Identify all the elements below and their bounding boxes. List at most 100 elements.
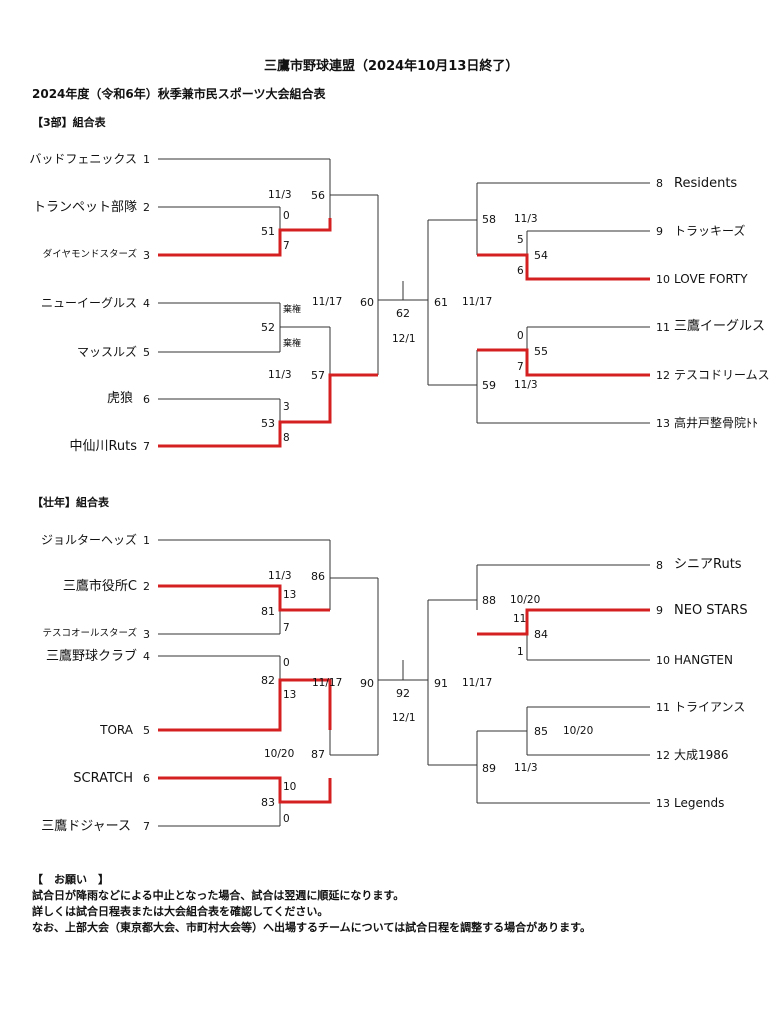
game-number: 59	[482, 379, 496, 392]
team-name: トライアンス	[674, 700, 746, 714]
team-name: Residents	[674, 176, 738, 191]
team-name: バッドフェニックス	[29, 152, 137, 166]
score: 3	[283, 401, 290, 413]
game-number: 56	[311, 189, 325, 202]
score: 6	[517, 265, 524, 277]
score: 10	[283, 781, 297, 793]
score: 8	[283, 432, 290, 444]
game-number: 90	[360, 677, 374, 690]
bracket2-section-label: 【壮年】組合表	[32, 496, 109, 509]
game-number: 88	[482, 594, 496, 607]
score: 0	[517, 330, 524, 342]
score: 7	[283, 240, 290, 252]
game-date: 11/17	[312, 296, 343, 308]
notes-heading: 【 お願い 】	[32, 873, 109, 886]
team-seed: 2	[143, 580, 150, 593]
team-seed: 8	[656, 177, 663, 190]
team-seed: 6	[143, 393, 150, 406]
team-seed: 1	[143, 534, 150, 547]
game-date: 11/3	[514, 762, 538, 774]
team-seed: 4	[143, 297, 150, 310]
game-date: 11/17	[462, 296, 493, 308]
bracket2-winner-lines	[158, 584, 650, 804]
game-number: 51	[261, 225, 275, 238]
team-name: シニアRuts	[674, 557, 742, 572]
team-name: LOVE FORTY	[674, 272, 748, 286]
team-name: ジョルターヘッズ	[40, 533, 137, 547]
game-date: 11/17	[312, 677, 343, 689]
team-seed: 11	[656, 321, 670, 334]
game-date: 11/3	[514, 213, 538, 225]
bracket1-section-label: 【3部】組合表	[32, 116, 106, 129]
game-number: 60	[360, 296, 374, 309]
bracket1-lines	[158, 158, 650, 424]
team-name: NEO STARS	[674, 603, 748, 618]
team-name: 三鷹イーグルス	[674, 319, 766, 334]
game-number: 87	[311, 748, 325, 761]
game-number: 54	[534, 249, 548, 262]
notes-line: なお、上部大会（東京都大会、市町村大会等）へ出場するチームについては試合日程を調…	[32, 921, 592, 934]
score: 5	[517, 234, 524, 246]
team-name: 三鷹市役所C	[62, 579, 137, 594]
game-date: 12/1	[392, 333, 416, 345]
game-date: 11/3	[268, 570, 292, 582]
team-name: テスコオールスターズ	[42, 628, 137, 639]
game-number: 52	[261, 321, 275, 334]
score: 0	[283, 813, 290, 825]
score: 0	[283, 210, 290, 222]
game-date: 10/20	[264, 748, 295, 760]
game-number: 85	[534, 725, 548, 738]
team-name: SCRATCH	[73, 771, 133, 786]
team-name: トラッキーズ	[674, 224, 746, 238]
team-seed: 4	[143, 650, 150, 663]
team-name: 大成1986	[674, 748, 729, 762]
game-number: 62	[396, 307, 410, 320]
team-seed: 7	[143, 440, 150, 453]
game-date: 11/3	[268, 189, 292, 201]
team-name: 高井戸整骨院ﾄﾄ	[674, 416, 759, 430]
game-date: 10/20	[510, 594, 541, 606]
team-seed: 11	[656, 701, 670, 714]
score: 1	[517, 646, 524, 658]
team-seed: 9	[656, 604, 663, 617]
game-date: 10/20	[563, 725, 594, 737]
bracket2-lines	[158, 539, 650, 827]
game-number: 58	[482, 213, 496, 226]
score: 棄権	[283, 339, 302, 349]
score: 13	[283, 589, 297, 601]
game-number: 53	[261, 417, 275, 430]
game-date: 11/3	[268, 369, 292, 381]
team-name: ニューイーグルス	[40, 296, 137, 310]
team-seed: 7	[143, 820, 150, 833]
team-seed: 9	[656, 225, 663, 238]
team-name: テスコドリームス	[674, 368, 770, 382]
score: 13	[283, 689, 297, 701]
game-number: 86	[311, 570, 325, 583]
score: 11	[513, 613, 527, 625]
score: 0	[283, 657, 290, 669]
team-name: TORA	[100, 723, 133, 737]
team-seed: 13	[656, 417, 670, 430]
team-seed: 6	[143, 772, 150, 785]
team-seed: 3	[143, 628, 150, 641]
game-number: 55	[534, 345, 548, 358]
team-name: トランペット部隊	[32, 200, 137, 215]
team-name: Legends	[674, 796, 725, 810]
game-number: 84	[534, 628, 548, 641]
team-seed: 1	[143, 153, 150, 166]
game-number: 83	[261, 796, 275, 809]
team-seed: 2	[143, 201, 150, 214]
team-name: 虎狼	[106, 391, 133, 406]
game-number: 82	[261, 674, 275, 687]
page-subtitle: 2024年度（令和6年）秋季兼市民スポーツ大会組合表	[32, 87, 326, 101]
team-name: 三鷹野球クラブ	[45, 649, 137, 664]
notes-line: 詳しくは試合日程表または大会組合表を確認してください。	[32, 905, 329, 918]
team-name: HANGTEN	[674, 653, 733, 667]
team-seed: 12	[656, 749, 670, 762]
team-name: 三鷹ドジャース	[41, 819, 131, 834]
game-number: 91	[434, 677, 448, 690]
game-number: 92	[396, 687, 410, 700]
score: 7	[283, 622, 290, 634]
game-date: 12/1	[392, 712, 416, 724]
